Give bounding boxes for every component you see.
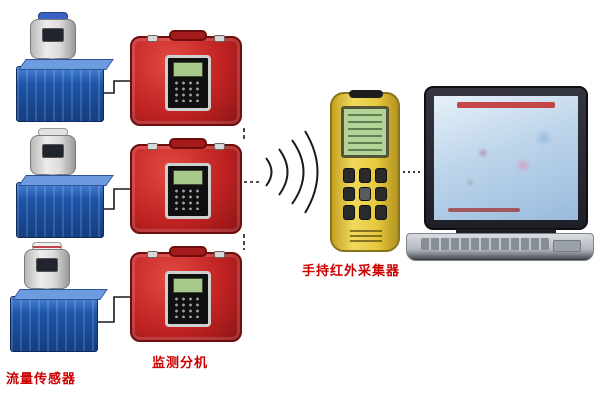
wireless-arc-icon — [291, 139, 305, 205]
handheld-keypad — [343, 168, 387, 220]
case-latch — [214, 35, 225, 42]
wireless-arc-icon — [265, 157, 273, 187]
flow-sensor-label: 流量传感器 — [6, 372, 77, 387]
infrared-window — [349, 90, 383, 98]
transmitter-display — [42, 28, 64, 42]
panel-keypad — [173, 188, 203, 210]
handheld-collector-label: 手持红外采集器 — [302, 264, 401, 279]
case-handle — [169, 246, 207, 257]
keypad-button — [375, 186, 387, 202]
keypad-button — [343, 168, 355, 183]
transmitter-head — [24, 249, 70, 289]
case-latch — [147, 251, 158, 258]
handheld-speaker-grille — [350, 230, 382, 242]
handheld-collector — [330, 90, 400, 252]
monitor-unit-3 — [130, 246, 242, 342]
transmitter-display — [42, 144, 64, 158]
case-control-panel — [165, 271, 211, 327]
sensor-body — [10, 296, 98, 352]
wireless-arc-icon — [278, 148, 289, 196]
keypad-button — [359, 186, 371, 202]
monitor-unit-1 — [130, 30, 242, 126]
flow-sensor-2 — [14, 128, 110, 238]
panel-lcd-screen — [173, 170, 203, 185]
laptop-keyboard — [421, 238, 549, 250]
case-latch — [214, 251, 225, 258]
laptop-base — [406, 233, 594, 261]
sensor-body — [16, 66, 104, 122]
keypad-button — [375, 205, 387, 220]
laptop-touchpad — [553, 240, 581, 252]
monitor-unit-2 — [130, 138, 242, 234]
case-handle — [169, 138, 207, 149]
flow-sensor-3 — [8, 242, 104, 352]
keypad-button — [343, 186, 355, 202]
keypad-button — [359, 205, 371, 220]
keypad-button — [343, 205, 355, 220]
flow-sensor-1 — [14, 12, 110, 122]
laptop-hinge — [456, 229, 556, 235]
case-latch — [147, 143, 158, 150]
keypad-button — [359, 168, 371, 183]
case-latch — [147, 35, 158, 42]
case-latch — [214, 143, 225, 150]
panel-keypad — [173, 296, 203, 318]
laptop-display — [434, 96, 578, 220]
wireless-arc-icon — [304, 130, 319, 214]
laptop-screen-bezel — [424, 86, 588, 230]
monitor-unit-label: 监测分机 — [152, 356, 209, 371]
case-handle — [169, 30, 207, 41]
keypad-button — [375, 168, 387, 183]
case-control-panel — [165, 163, 211, 219]
panel-lcd-screen — [173, 278, 203, 293]
panel-lcd-screen — [173, 62, 203, 77]
transmitter-head — [30, 135, 76, 175]
case-control-panel — [165, 55, 211, 111]
sensor-body — [16, 182, 104, 238]
handheld-lcd-screen — [341, 106, 389, 158]
transmitter-display — [36, 258, 58, 272]
transmitter-head — [30, 19, 76, 59]
panel-keypad — [173, 80, 203, 102]
